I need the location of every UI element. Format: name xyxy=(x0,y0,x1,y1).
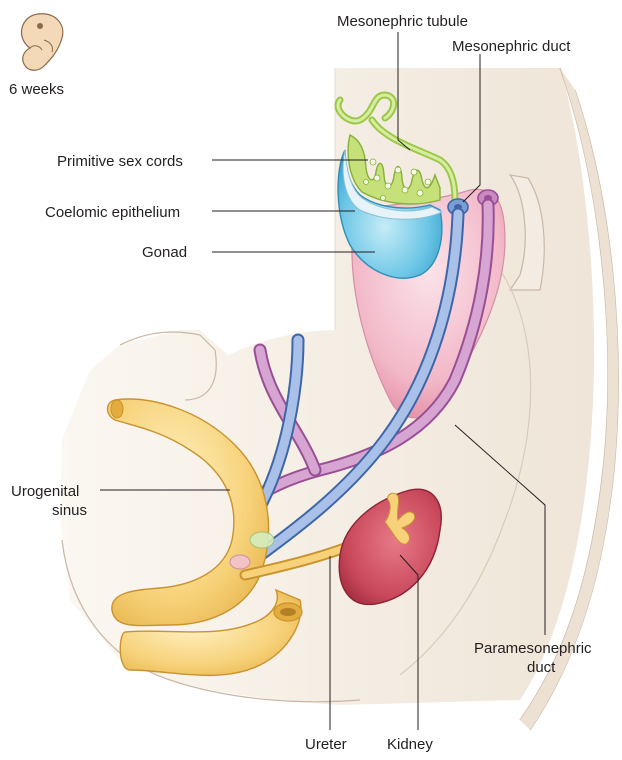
label-mesonephric-duct: Mesonephric duct xyxy=(452,38,571,55)
label-primitive-sex-cords: Primitive sex cords xyxy=(57,153,183,170)
label-urogenital-sinus-line1: Urogenital xyxy=(11,483,79,500)
label-paramesonephric-duct-line2: duct xyxy=(527,659,556,676)
label-urogenital-sinus-line2: sinus xyxy=(52,502,87,519)
stage-label: 6 weeks xyxy=(9,81,64,98)
label-kidney: Kidney xyxy=(387,736,433,753)
label-ureter: Ureter xyxy=(305,736,347,753)
embryo-icon xyxy=(21,14,62,70)
label-gonad: Gonad xyxy=(142,244,187,261)
label-coelomic-epithelium: Coelomic epithelium xyxy=(45,204,180,221)
label-mesonephric-tubule: Mesonephric tubule xyxy=(337,13,468,30)
label-paramesonephric-duct-line1: Paramesonephric xyxy=(474,640,592,657)
